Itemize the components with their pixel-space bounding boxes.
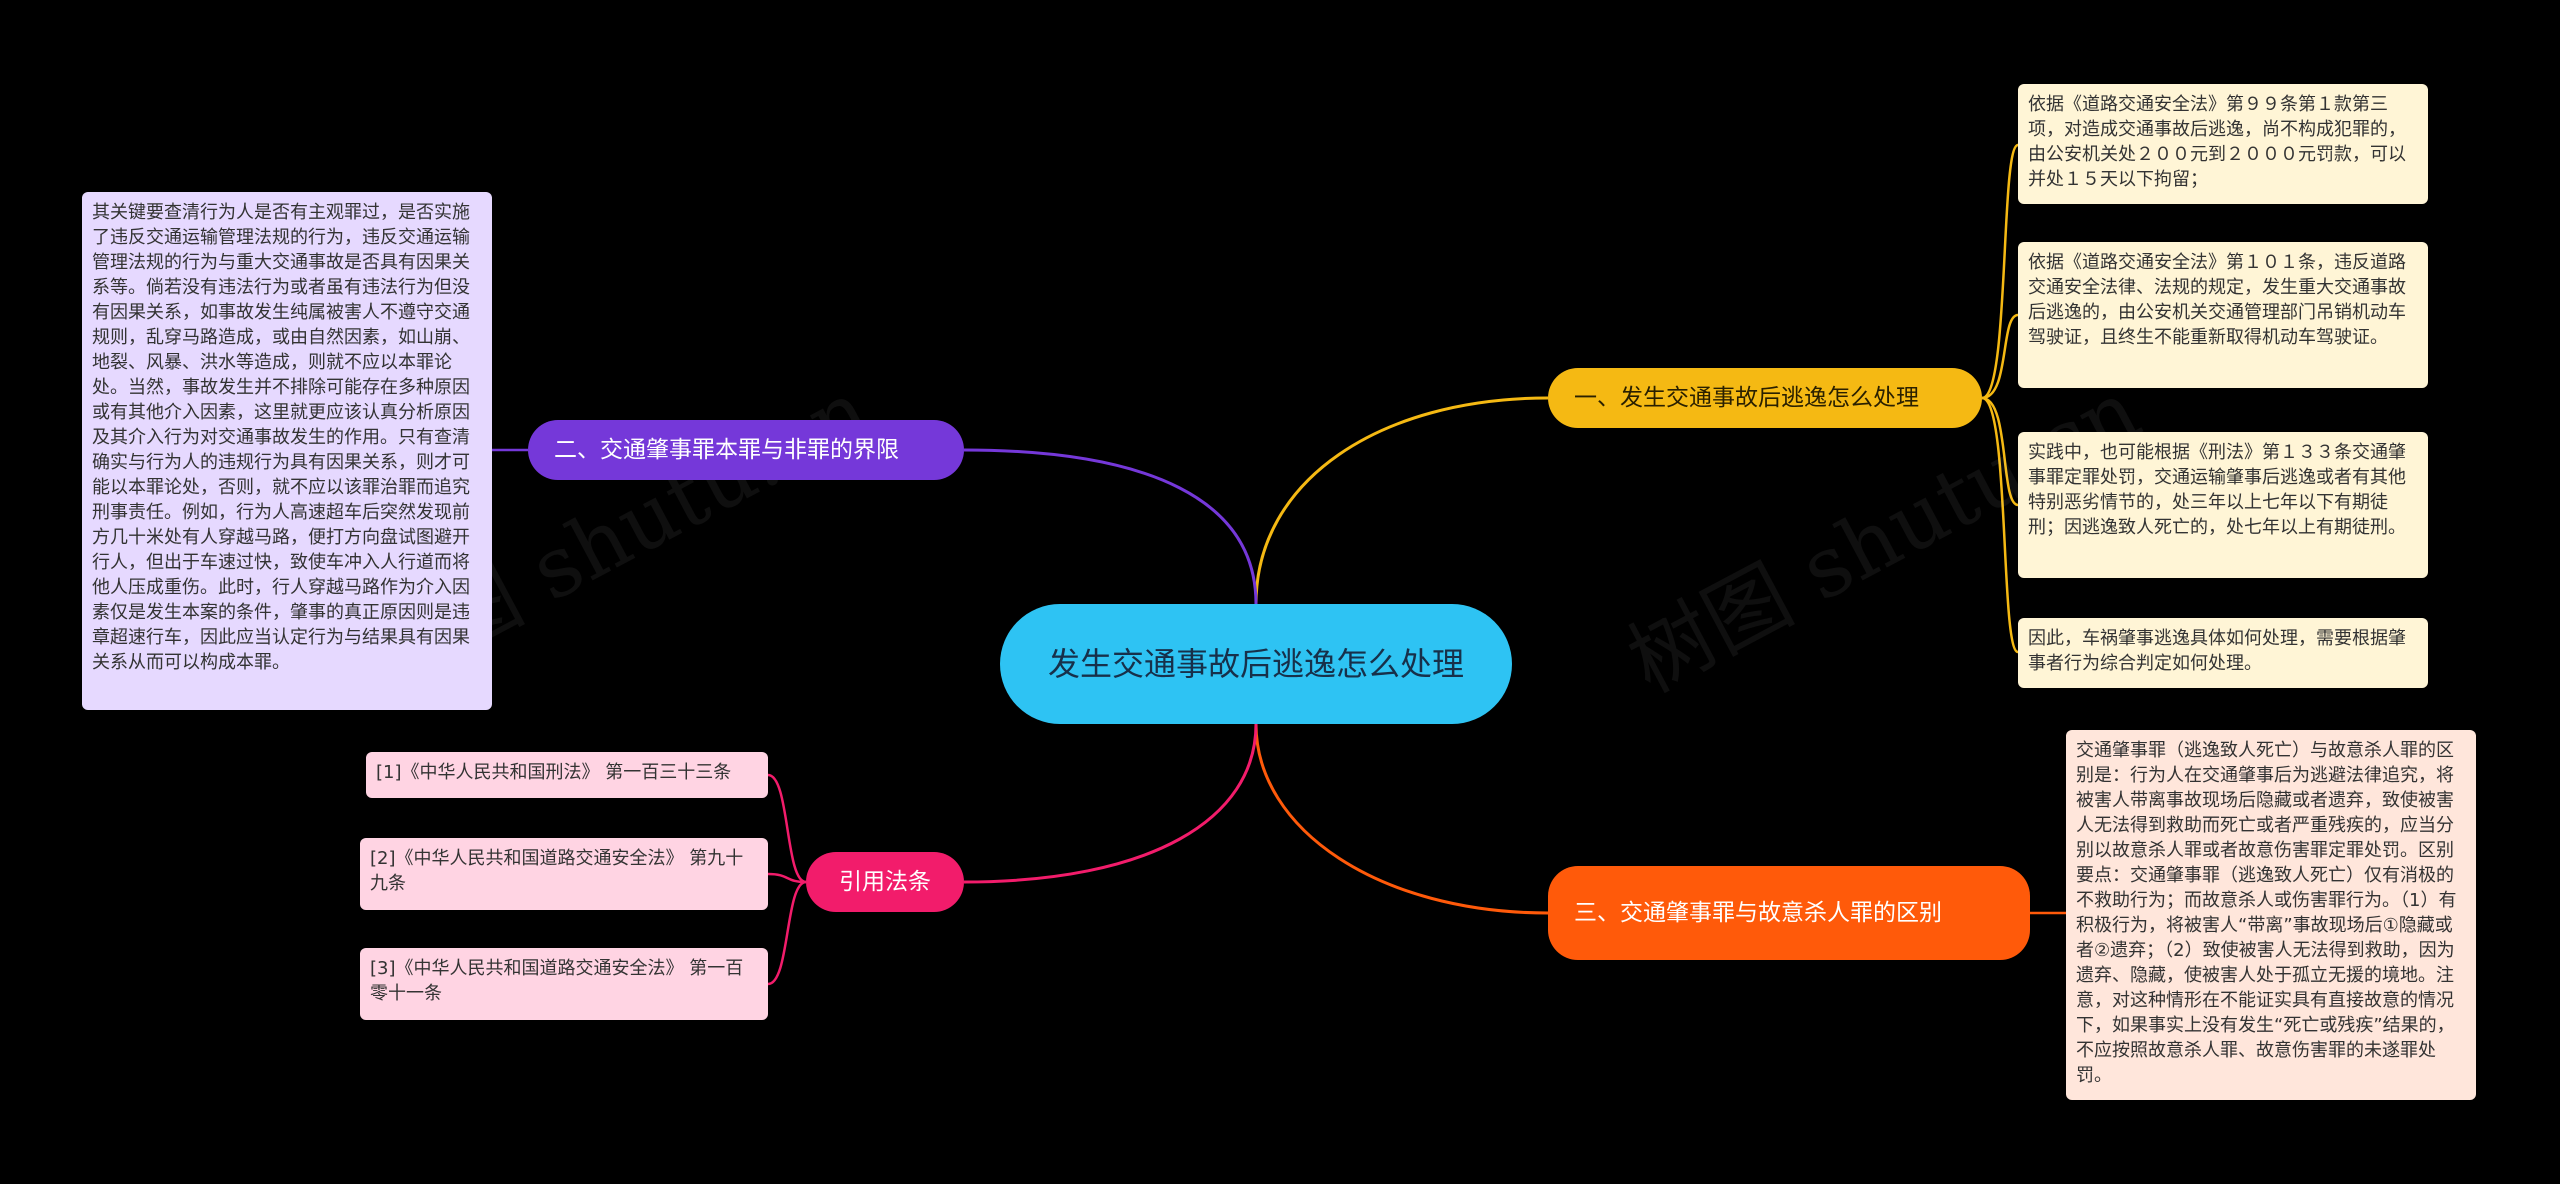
leaf-node[interactable]: 依据《道路交通安全法》第９９条第１款第三项，对造成交通事故后逃逸，尚不构成犯罪的… [2018,84,2428,204]
leaf-text: 依据《道路交通安全法》第１０１条，违反道路交通安全法律、法规的规定，发生重大交通… [2028,252,2406,348]
leaf-node[interactable]: 因此，车祸肇事逃逸具体如何处理，需要根据肇事者行为综合判定如何处理。 [2018,618,2428,688]
link-b4-leaf1 [767,773,807,884]
link-b4-leaf2 [767,872,807,884]
link-b1-leaf2 [1981,313,2019,400]
branch-label: 引用法条 [839,869,931,895]
leaf-node[interactable]: 实践中，也可能根据《刑法》第１３３条交通肇事罪定罪处罚，交通运输肇事后逃逸或者有… [2018,432,2428,578]
branch-label: 一、发生交通事故后逃逸怎么处理 [1574,385,1919,411]
branch-node-cited-laws[interactable]: 引用法条 [806,852,964,912]
link-b1-leaf3 [1981,396,2019,507]
leaf-text: [1]《中华人民共和国刑法》 第一百三十三条 [376,762,732,783]
leaf-node[interactable]: [1]《中华人民共和国刑法》 第一百三十三条 [366,752,768,798]
leaf-text: 实践中，也可能根据《刑法》第１３３条交通肇事罪定罪处罚，交通运输肇事后逃逸或者有… [2028,442,2406,538]
leaf-node[interactable]: 其关键要查清行为人是否有主观罪过，是否实施了违反交通运输管理法规的行为，违反交通… [82,192,492,710]
branch-label: 二、交通肇事罪本罪与非罪的界限 [554,437,899,463]
leaf-text: 因此，车祸肇事逃逸具体如何处理，需要根据肇事者行为综合判定如何处理。 [2028,628,2406,674]
branch-node-escape-handling[interactable]: 一、发生交通事故后逃逸怎么处理 [1548,368,1982,428]
leaf-text: [3]《中华人民共和国道路交通安全法》 第一百零十一条 [370,958,744,1004]
leaf-text: [2]《中华人民共和国道路交通安全法》 第九十九条 [370,848,744,894]
root-title: 发生交通事故后逃逸怎么处理 [1047,645,1464,683]
link-root-b3 [1254,723,1549,915]
leaf-node[interactable]: 交通肇事罪（逃逸致人死亡）与故意杀人罪的区别是：行为人在交通肇事后为逃避法律追究… [2066,730,2476,1100]
branch-node-crime-boundary[interactable]: 二、交通肇事罪本罪与非罪的界限 [528,420,964,480]
link-root-b2 [963,448,1258,605]
link-b1-leaf1 [1981,143,2020,400]
branch-node-crime-difference[interactable]: 三、交通肇事罪与故意杀人罪的区别 [1548,866,2030,960]
link-b4-leaf3 [767,880,807,986]
leaf-node[interactable]: [3]《中华人民共和国道路交通安全法》 第一百零十一条 [360,948,768,1020]
link-root-b1 [1254,396,1549,605]
leaf-node[interactable]: 依据《道路交通安全法》第１０１条，违反道路交通安全法律、法规的规定，发生重大交通… [2018,242,2428,388]
link-root-b4 [963,723,1258,884]
branch-label: 三、交通肇事罪与故意杀人罪的区别 [1574,900,1942,926]
leaf-text: 其关键要查清行为人是否有主观罪过，是否实施了违反交通运输管理法规的行为，违反交通… [92,202,470,673]
leaf-text: 交通肇事罪（逃逸致人死亡）与故意杀人罪的区别是：行为人在交通肇事后为逃避法律追究… [2076,740,2457,1086]
root-node[interactable]: 发生交通事故后逃逸怎么处理 [1000,604,1512,724]
leaf-text: 依据《道路交通安全法》第９９条第１款第三项，对造成交通事故后逃逸，尚不构成犯罪的… [2028,94,2406,190]
link-b1-leaf4 [1981,396,2020,654]
leaf-node[interactable]: [2]《中华人民共和国道路交通安全法》 第九十九条 [360,838,768,910]
